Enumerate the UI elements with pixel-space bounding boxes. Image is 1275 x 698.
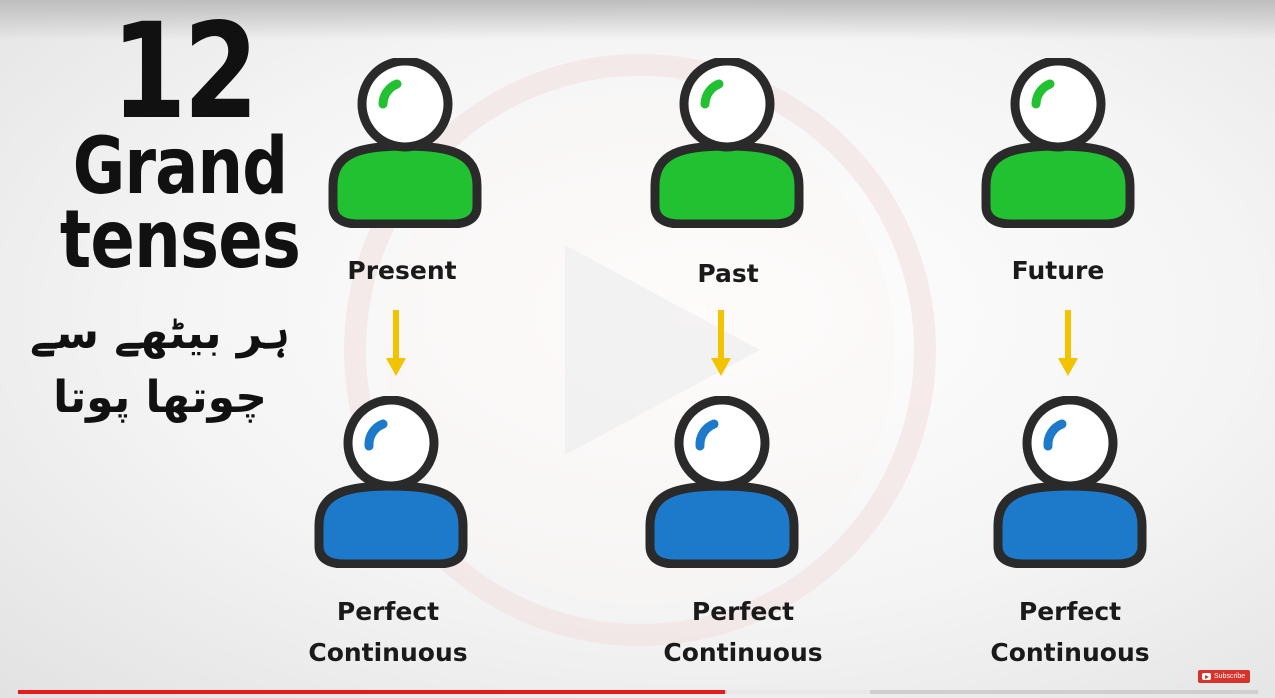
person-icon xyxy=(981,58,1135,228)
label-line-continuous: Continuous xyxy=(663,638,823,667)
urdu-line-2: چوتھا پوتا xyxy=(53,372,267,423)
tense-label-perfect-continuous: Perfect Continuous xyxy=(653,591,833,673)
tense-label-present: Present xyxy=(347,256,457,285)
arrow-down-icon xyxy=(711,310,731,376)
title-grand: Grand xyxy=(72,122,288,212)
subscribe-button[interactable]: Subscribe xyxy=(1198,670,1250,683)
urdu-line-1: ہر بیٹھے سے xyxy=(29,308,291,359)
arrow-down-icon xyxy=(386,310,406,376)
person-icon xyxy=(650,58,804,228)
person-icon xyxy=(993,396,1147,568)
tense-label-future: Future xyxy=(1011,256,1105,285)
youtube-icon xyxy=(1202,673,1211,680)
arrow-down-icon xyxy=(1058,310,1078,376)
person-icon xyxy=(328,58,482,228)
progress-fill xyxy=(18,690,725,694)
tense-label-perfect-continuous: Perfect Continuous xyxy=(298,591,478,673)
title-tenses: tenses xyxy=(59,193,301,286)
title-number: 12 xyxy=(111,0,258,149)
subscribe-label: Subscribe xyxy=(1214,673,1246,680)
person-icon xyxy=(645,396,799,568)
label-line-continuous: Continuous xyxy=(990,638,1150,667)
label-line-perfect: Perfect xyxy=(1018,597,1122,626)
person-icon xyxy=(314,396,468,568)
top-shade xyxy=(0,0,1275,40)
tense-label-perfect-continuous: Perfect Continuous xyxy=(980,591,1160,673)
label-line-continuous: Continuous xyxy=(308,638,468,667)
progress-buffer xyxy=(727,690,870,694)
tense-label-past: Past xyxy=(697,259,759,288)
label-line-perfect: Perfect xyxy=(691,597,795,626)
label-line-perfect: Perfect xyxy=(336,597,440,626)
